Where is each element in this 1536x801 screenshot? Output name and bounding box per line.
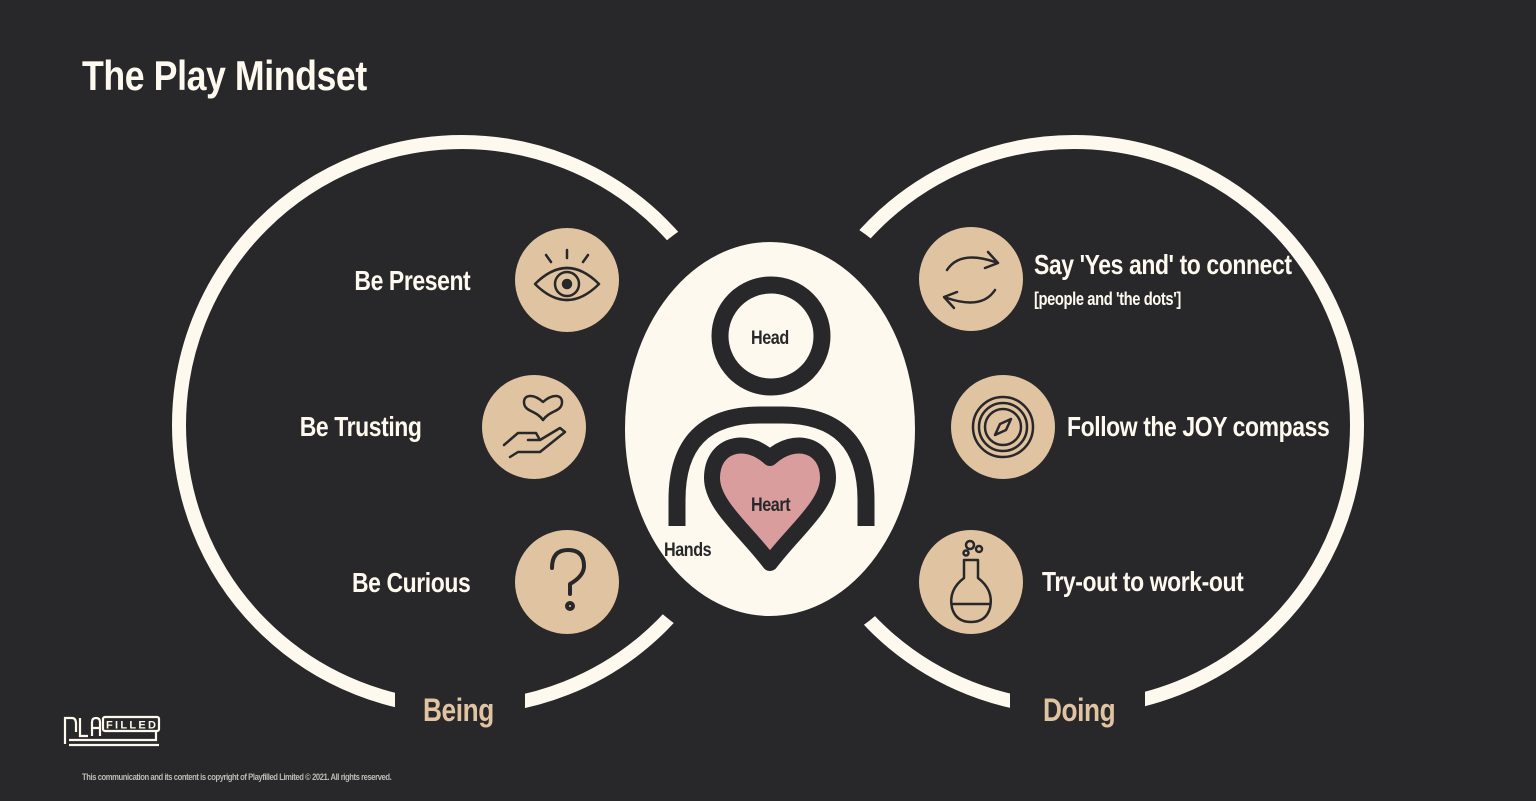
hand-heart-icon — [502, 394, 567, 459]
head-circle — [711, 276, 831, 396]
cycle-arrows-icon — [942, 250, 1000, 310]
page-title: The Play Mindset — [82, 52, 367, 99]
svg-text:FILLED: FILLED — [106, 720, 156, 732]
hands-label: Hands — [664, 540, 712, 561]
eye-icon — [533, 248, 601, 302]
being-item-be-curious: Be Curious — [351, 567, 471, 598]
heart-shape — [704, 437, 836, 571]
head-label: Head — [751, 328, 789, 349]
doing-item-joy-compass: Follow the JOY compass — [1067, 411, 1330, 442]
doing-item-say-yes-and: Say 'Yes and' to connect — [1034, 249, 1292, 280]
question-mark-icon — [550, 548, 586, 611]
hands-arc — [668, 406, 875, 526]
compass-icon — [971, 395, 1035, 459]
doing-item-try-out: Try-out to work-out — [1042, 566, 1244, 597]
doing-label: Doing — [1043, 692, 1116, 728]
copyright-footer: This communication and its content is co… — [82, 772, 392, 782]
being-item-be-trusting: Be Trusting — [300, 411, 422, 442]
being-label: Being — [423, 692, 494, 728]
heart-label: Heart — [751, 495, 791, 516]
center-ellipse — [585, 202, 955, 656]
doing-item-say-yes-and-sublabel: [people and 'the dots'] — [1034, 289, 1181, 309]
playfilled-logo — [63, 715, 161, 747]
flask-icon — [950, 539, 992, 624]
being-item-be-present: Be Present — [354, 265, 470, 296]
